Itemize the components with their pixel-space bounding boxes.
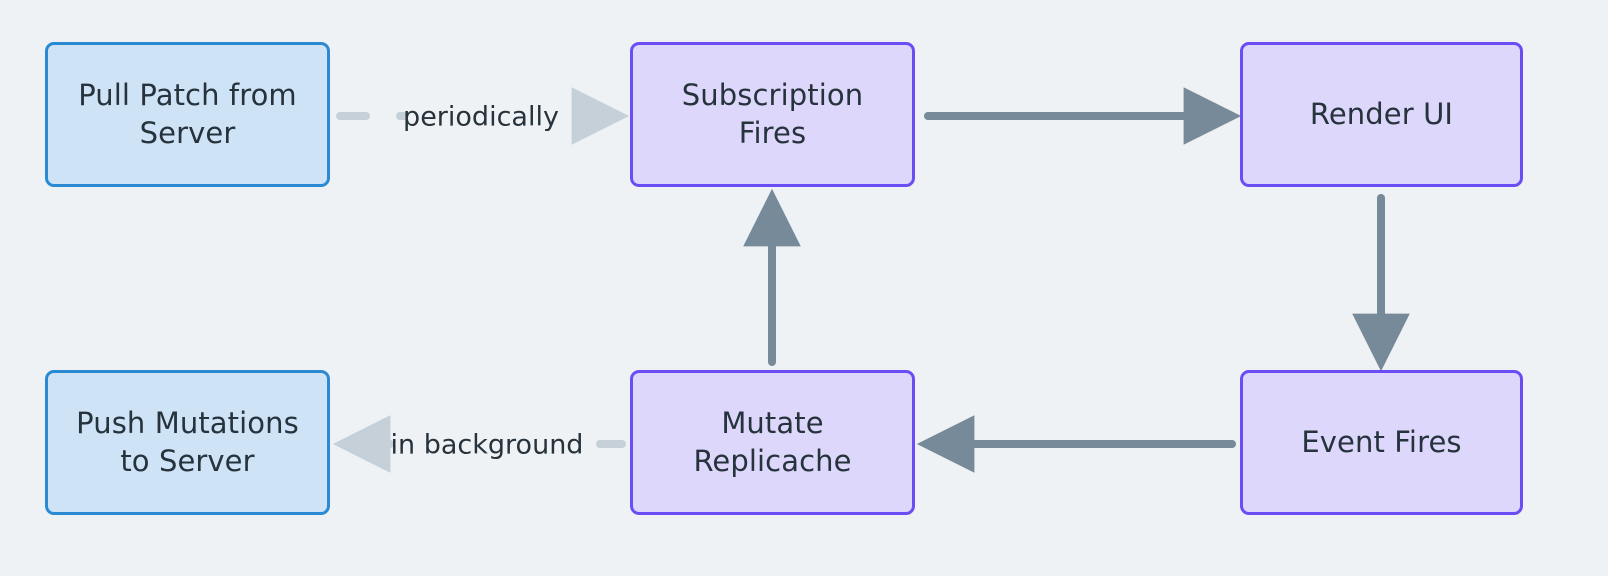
- node-push-mutations-to-server[interactable]: Push Mutations to Server: [45, 370, 330, 515]
- node-event-fires[interactable]: Event Fires: [1240, 370, 1523, 515]
- node-render-ui[interactable]: Render UI: [1240, 42, 1523, 187]
- edge-label-in-background: in background: [390, 429, 584, 461]
- edge-label-periodically: periodically: [403, 101, 559, 133]
- node-pull-patch-from-server[interactable]: Pull Patch from Server: [45, 42, 330, 187]
- node-mutate-replicache[interactable]: Mutate Replicache: [630, 370, 915, 515]
- node-subscription-fires[interactable]: Subscription Fires: [630, 42, 915, 187]
